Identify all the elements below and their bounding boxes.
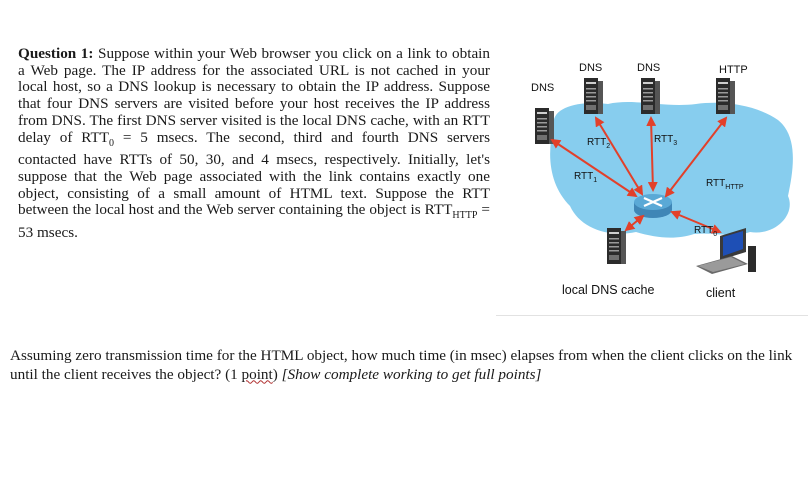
followup-question: Assuming zero transmission time for the …	[10, 347, 800, 384]
router-icon	[634, 194, 672, 218]
rtt0-label: RTT0	[694, 225, 717, 238]
http-server-icon	[716, 78, 735, 114]
followup-text-part2: )	[272, 365, 282, 383]
divider-line	[496, 315, 808, 316]
dns-server-icon	[641, 78, 660, 114]
followup-instruction: [Show complete working to get full point…	[281, 365, 542, 383]
client-computer-icon	[696, 228, 756, 274]
network-cloud	[550, 102, 793, 238]
rtt1-label: RTT1	[574, 171, 597, 184]
client-label: client	[706, 286, 736, 300]
question-text: Question 1: Suppose within your Web brow…	[18, 45, 490, 242]
dns-server-icon	[584, 78, 603, 114]
rtt3-label: RTT3	[654, 134, 677, 147]
point-word: point	[241, 365, 273, 383]
question-body-part2: = 5 msecs. The second, third and fourth …	[18, 128, 490, 219]
local-dns-cache-server-icon	[607, 228, 626, 264]
http-label: HTTP	[719, 64, 748, 76]
arrow-rtt3	[646, 116, 658, 192]
dns-label: DNS	[531, 82, 554, 94]
rtt2-label: RTT2	[587, 137, 610, 150]
rtt0-subscript: 0	[109, 137, 115, 149]
followup-text-part1: Assuming zero transmission time for the …	[10, 347, 793, 383]
question-body-part3: = 53 msecs.	[18, 201, 490, 242]
arrow-rtt2	[594, 116, 644, 196]
local-dns-cache-label: local DNS cache	[562, 283, 654, 297]
rtt-http-label: RTTHTTP	[706, 178, 744, 191]
dns-label: DNS	[637, 62, 660, 74]
question-heading: Question 1:	[18, 45, 94, 62]
dns-label: DNS	[579, 62, 602, 74]
arrow-rtt0	[670, 210, 722, 234]
arrow-rtt-http	[664, 116, 728, 198]
arrow-to-local-cache	[624, 214, 645, 232]
dns-network-diagram: DNS DNS DNS HTTP RTT2 RTT3 RTT1 RTTHTTP …	[531, 62, 793, 300]
question-body-part1: Suppose within your Web browser you clic…	[18, 45, 490, 146]
rtt-http-subscript: HTTP	[452, 210, 478, 222]
dns-server-icon	[535, 108, 554, 144]
